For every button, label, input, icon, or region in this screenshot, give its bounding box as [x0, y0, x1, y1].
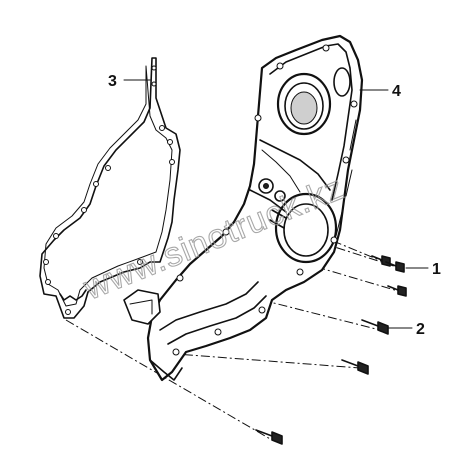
bolt-1c	[387, 285, 407, 297]
callout-2: 2	[416, 321, 425, 338]
gear-housing-part-4	[123, 34, 364, 382]
gasket-part-3	[39, 57, 181, 319]
bolts-part-1	[371, 255, 407, 297]
bolt-2a	[361, 319, 389, 335]
bolt-2b	[341, 359, 369, 375]
bolts-part-2	[255, 319, 389, 445]
callout-1: 1	[432, 261, 441, 278]
callout-4: 4	[392, 83, 401, 100]
callout-leaders	[123, 79, 429, 329]
bolt-1b	[385, 261, 405, 273]
callout-3: 3	[108, 73, 117, 90]
bolt-2c	[255, 429, 283, 445]
